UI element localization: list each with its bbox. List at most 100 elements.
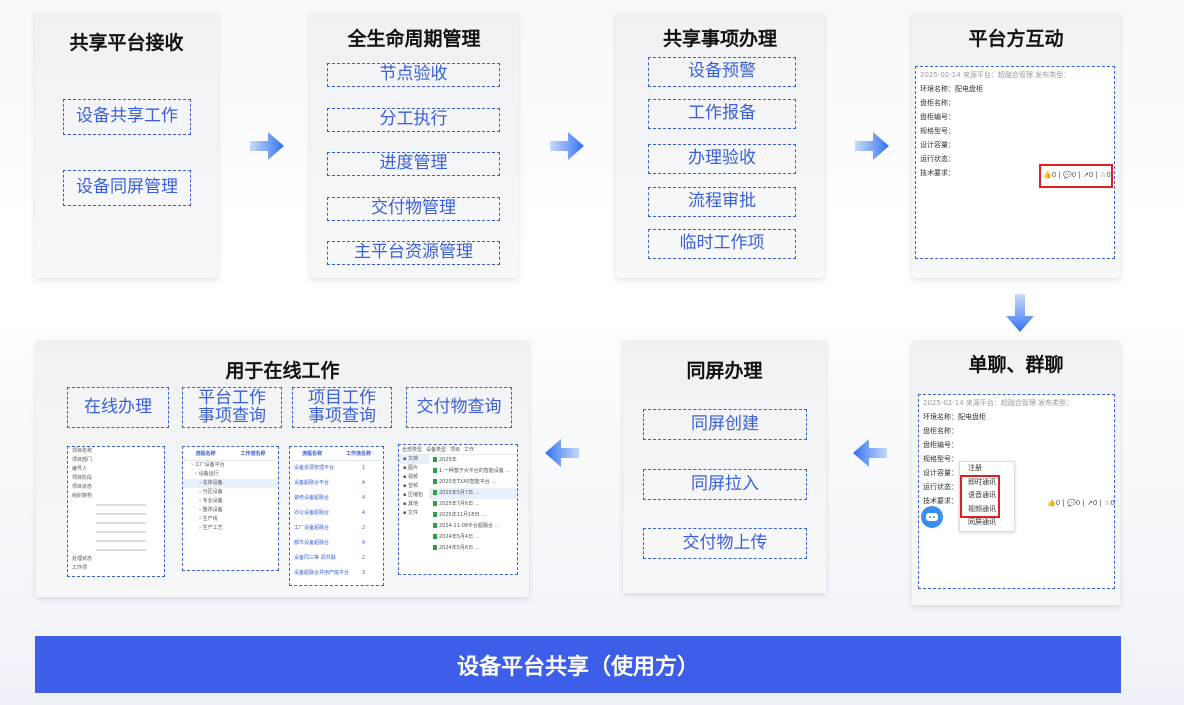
tree-row[interactable]: › 分区设备 xyxy=(199,489,223,495)
reaction-highlight xyxy=(1039,164,1113,188)
menu-item-screen[interactable]: 同屏通讯 xyxy=(968,518,996,526)
tree-row[interactable]: › 专业设备 xyxy=(199,498,223,504)
item-screen-create[interactable]: 同屏创建 xyxy=(643,409,807,440)
tree-row[interactable]: › 设备运行 xyxy=(195,471,219,477)
tree-row[interactable]: › 生产工艺 xyxy=(199,525,223,531)
menu-item-register[interactable]: 注册 xyxy=(968,464,982,472)
file-category[interactable]: ▪ 视频 xyxy=(403,474,418,480)
file-row[interactable]: 2025年11月18日 ... xyxy=(429,510,517,521)
arrow-left-icon xyxy=(545,439,579,467)
item-deliverable-query[interactable]: 交付物查询 xyxy=(406,387,512,428)
file-name: 2024年5月6日 ... xyxy=(439,545,480,551)
list-row-count: 4 xyxy=(361,540,365,546)
item-screen-pull[interactable]: 同屏拉入 xyxy=(643,469,807,500)
file-tab[interactable]: 工作 xyxy=(464,447,475,453)
file-tab[interactable]: 设备类型 xyxy=(426,447,447,453)
item-work-report[interactable]: 工作报备 xyxy=(648,99,796,129)
form-row: 编号人 xyxy=(72,466,88,472)
card-title: 平台方互动 xyxy=(968,28,1064,50)
file-category[interactable]: ▪ 压缩包 xyxy=(403,492,423,498)
mini-form-screenshot: 项目名称项目部门编号人项目阶段项目状态组织架构处理状态工作项 xyxy=(67,446,165,577)
info-panel: 2025-02-14 来源平台：超融合管理 发布类型： 环境名称：配电盘柜 盘柜… xyxy=(918,394,1115,589)
file-row[interactable]: 2025年7月6日 ... xyxy=(429,499,517,510)
arrow-right-icon xyxy=(250,132,284,160)
item-platform-query[interactable]: 平台工作 事项查询 xyxy=(182,387,282,428)
item-project-query[interactable]: 项目工作 事项查询 xyxy=(292,387,392,428)
card-title: 共享平台接收 xyxy=(69,32,184,54)
list-row-count: 4 xyxy=(361,495,365,501)
file-icon xyxy=(433,479,437,484)
form-row: 组织架构 xyxy=(72,493,93,499)
file-row[interactable]: 2025年 xyxy=(429,455,517,466)
item-online-handle[interactable]: 在线办理 xyxy=(67,387,169,428)
arrow-left-icon xyxy=(853,439,887,467)
file-row[interactable]: 2024年5月6日 ... xyxy=(429,543,517,554)
item-process-approval[interactable]: 流程审批 xyxy=(648,187,796,217)
tree-row[interactable]: › 总体设备 xyxy=(183,479,278,488)
file-category[interactable]: ▪ 音频 xyxy=(403,483,418,489)
list-row-name: 设备同三等 调共融 xyxy=(294,555,336,561)
item-device-screen-manage[interactable]: 设备同屏管理 xyxy=(63,170,191,206)
file-category[interactable]: ▪ 图片 xyxy=(403,465,418,471)
file-row[interactable]: 2025年TXA5智能平台 ... xyxy=(429,477,517,488)
reaction-bar[interactable]: 👍0 | 💬0 | ↗0 | ☆0 xyxy=(1047,499,1115,507)
form-row xyxy=(68,501,164,510)
field-row: 环境名称：配电盘柜 xyxy=(923,413,986,421)
menu-highlight xyxy=(960,475,1000,518)
tree-row[interactable]: › 工厂设备平台 xyxy=(191,462,225,468)
item-node-acceptance[interactable]: 节点验收 xyxy=(327,63,500,87)
file-name: 2025年7月6日 ... xyxy=(439,501,480,507)
file-tab[interactable]: 项目 xyxy=(450,447,461,453)
file-name: 2025年 xyxy=(439,457,457,463)
card-online-work: 用于在线工作 在线办理 平台工作 事项查询 项目工作 事项查询 交付物查询 项目… xyxy=(36,340,529,597)
item-deliverable-upload[interactable]: 交付物上传 xyxy=(643,528,807,559)
item-progress-manage[interactable]: 进度管理 xyxy=(327,152,500,176)
item-handle-acceptance[interactable]: 办理验收 xyxy=(648,144,796,174)
file-icon xyxy=(433,501,437,506)
file-name: 2025年TXA5智能平台 ... xyxy=(439,479,497,485)
form-row: 项目名称 xyxy=(72,448,93,454)
item-device-share-work[interactable]: 设备共享工作 xyxy=(63,99,191,135)
field-row: 技术要求： xyxy=(923,497,958,505)
file-row[interactable]: 2024年5月4日 ... xyxy=(429,532,517,543)
card-lifecycle: 全生命周期管理 节点验收 分工执行 进度管理 交付物管理 主平台资源管理 xyxy=(310,12,518,278)
field-row: 环境名称：配电盘柜 xyxy=(920,85,983,93)
menu-item-im[interactable]: 即时通讯 xyxy=(968,477,996,486)
file-category[interactable]: ▪ 文件 xyxy=(403,510,418,516)
chat-bubble-icon[interactable] xyxy=(921,506,943,528)
menu-item-video[interactable]: 视频通讯 xyxy=(968,504,996,513)
file-category[interactable]: ▪ 文档 xyxy=(399,455,429,464)
menu-item-voice[interactable]: 语音通讯 xyxy=(968,491,996,499)
file-category[interactable]: ▪ 其他 xyxy=(403,501,418,507)
file-tab[interactable]: 全部类型 xyxy=(402,447,423,453)
file-icon xyxy=(433,534,437,539)
list-header: 流程名称 xyxy=(301,451,322,457)
item-temp-work[interactable]: 临时工作项 xyxy=(648,229,796,259)
field-row: 运行状态： xyxy=(920,155,955,163)
list-row-count: 4 xyxy=(361,510,365,516)
file-row[interactable]: 2024-11-08平台超融合 ... xyxy=(429,521,517,532)
list-row-count: 1 xyxy=(361,465,365,471)
arrow-right-icon xyxy=(855,132,889,160)
item-device-warning[interactable]: 设备预警 xyxy=(648,57,796,87)
file-row[interactable]: 2025年5月7日 ... xyxy=(429,488,517,499)
item-line: 平台工作 xyxy=(198,387,266,408)
card-title: 同屏办理 xyxy=(686,360,763,382)
field-row: 技术要求： xyxy=(920,169,955,177)
item-main-platform-resource[interactable]: 主平台资源管理 xyxy=(327,241,500,265)
item-division-execution[interactable]: 分工执行 xyxy=(327,108,500,132)
item-deliverable-manage[interactable]: 交付物管理 xyxy=(327,197,500,221)
file-row[interactable]: 1.一种基于大平台的智能设备 ... xyxy=(429,466,517,477)
tree-row[interactable]: › 生产线 xyxy=(199,516,218,522)
reaction-bar[interactable]: 👍0 | 💬0 | ↗0 | ☆0 xyxy=(1043,171,1111,179)
tree-row[interactable]: › 整改设备 xyxy=(199,507,223,513)
